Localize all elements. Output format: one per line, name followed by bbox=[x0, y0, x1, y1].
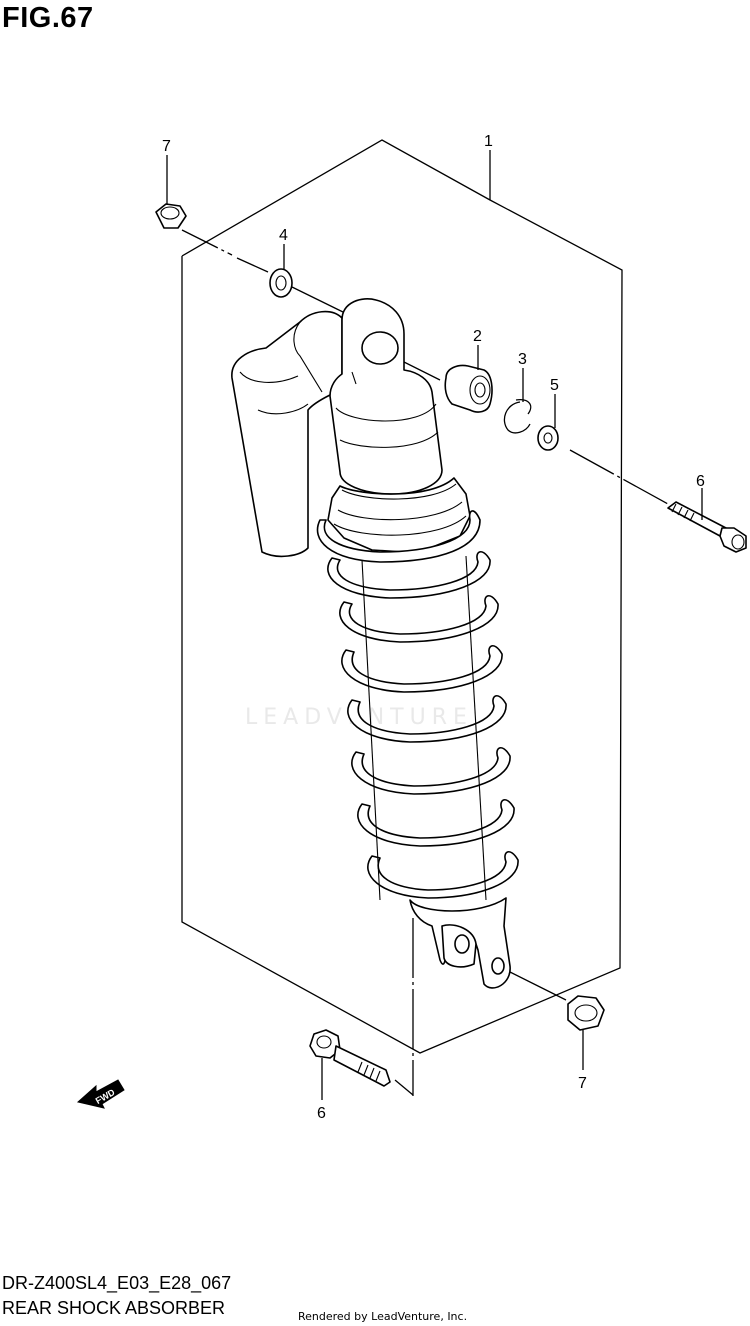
bolt-upper bbox=[667, 501, 747, 553]
bolt-lower bbox=[309, 1029, 391, 1087]
shock-body bbox=[329, 298, 443, 495]
model-code: DR-Z400SL4_E03_E28_067 bbox=[2, 1273, 232, 1293]
bushing bbox=[444, 364, 493, 413]
coil-spring bbox=[316, 510, 519, 901]
lower-clevis bbox=[409, 897, 511, 989]
callout-label-3: 3 bbox=[518, 351, 527, 368]
callout-leaders bbox=[166, 150, 703, 1100]
render-credit: Rendered by LeadVenture, Inc. bbox=[298, 1310, 468, 1323]
callout-label-5: 5 bbox=[550, 377, 559, 394]
callout-label-7-upper: 7 bbox=[162, 138, 171, 155]
figure-title: FIG.67 bbox=[2, 2, 94, 34]
fwd-arrow-icon: FWD bbox=[76, 1079, 125, 1109]
nut-upper bbox=[155, 203, 187, 229]
callout-label-2: 2 bbox=[473, 328, 482, 345]
nut-lower bbox=[567, 995, 605, 1031]
callout-label-4: 4 bbox=[279, 227, 288, 244]
circlip bbox=[503, 399, 532, 434]
callout-label-6-lower: 6 bbox=[317, 1105, 326, 1122]
callout-label-6-upper: 6 bbox=[696, 473, 705, 490]
figure-caption: REAR SHOCK ABSORBER bbox=[2, 1298, 226, 1318]
callout-label-7-lower: 7 bbox=[578, 1075, 587, 1092]
assembly-boundary bbox=[181, 139, 623, 1054]
callout-label-1: 1 bbox=[484, 133, 493, 150]
washer-upper bbox=[269, 268, 293, 298]
washer bbox=[537, 425, 559, 451]
